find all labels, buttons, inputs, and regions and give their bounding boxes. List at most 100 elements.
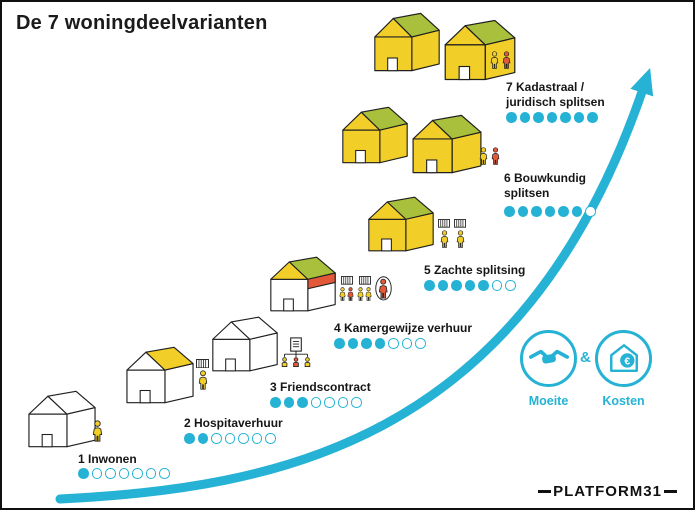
person-icon [456,230,465,248]
variant-label: 6 Bouwkundig splitsen [504,171,586,200]
dot [351,397,362,408]
logo-rule-left [538,490,552,493]
dot [571,206,582,217]
dot [374,338,385,349]
house-icon [208,314,282,374]
house-icon [122,344,198,406]
house-icon [338,104,412,166]
dot [197,433,208,444]
dot [519,112,530,123]
dot [270,397,281,408]
variant-label: 1 Inwonen [78,452,137,466]
variant-label: 3 Friendscontract [270,380,371,394]
effort-dots [78,468,170,479]
ampersand: & [580,349,591,366]
dot [464,280,475,291]
person-icon [347,286,354,301]
variant-label: 4 Kamergewijze verhuur [334,321,473,335]
person-icon [502,51,511,69]
logo-rule-right [664,490,677,493]
dot [424,280,435,291]
dot [560,112,571,123]
house-icon [24,388,100,450]
dot [91,468,102,479]
dot [478,280,489,291]
dot [211,433,222,444]
dot [585,206,596,217]
dot [505,280,516,291]
dot [546,112,557,123]
effort-dots [184,433,276,444]
dot [587,112,598,123]
dot [145,468,156,479]
dot [544,206,555,217]
cost-label: Kosten [602,394,645,408]
dot [401,338,412,349]
effort-dots [424,280,516,291]
house-icon [364,194,438,254]
dot [533,112,544,123]
dot [224,433,235,444]
svg-text:€: € [624,357,630,368]
person-icon [365,286,372,301]
circled-person-icon [375,276,392,301]
house-icon [408,112,486,176]
person-icon [490,51,499,69]
dot [334,338,345,349]
page-title: De 7 woningdeelvarianten [16,12,268,34]
dot [517,206,528,217]
radiator-icon [438,219,450,228]
variant-label: 5 Zachte splitsing [424,263,526,277]
dot [297,397,308,408]
dot [78,468,89,479]
person-icon [491,147,500,165]
cost-circle: € [595,330,652,387]
effort-label: Moeite [528,394,569,408]
radiator-icon [454,219,466,228]
person-icon [357,286,364,301]
dot [451,280,462,291]
dot [388,338,399,349]
effort-dots [504,206,596,217]
dot [558,206,569,217]
variant-label: 2 Hospitaverhuur [184,416,283,430]
effort-circle [520,330,577,387]
dot [415,338,426,349]
dot [184,433,195,444]
effort-dots [506,112,598,123]
dot [337,397,348,408]
effort-dots [270,397,362,408]
house-icon [266,254,340,314]
dot [347,338,358,349]
dot [132,468,143,479]
growth-arrow-path [55,68,654,504]
dot [504,206,515,217]
contract-icon [281,337,311,368]
person-icon [440,230,449,248]
person-icon [339,286,346,301]
dot [531,206,542,217]
dot [159,468,170,479]
dot [506,112,517,123]
person-icon [198,370,208,391]
dot [437,280,448,291]
effort-dots [334,338,426,349]
platform31-logo: PLATFORM31 [538,483,677,500]
euro-house-icon: € [607,342,641,374]
dot [324,397,335,408]
dot [310,397,321,408]
person-icon [479,147,488,165]
dot [361,338,372,349]
radiator-icon [196,359,209,369]
radiator-icon [358,276,371,285]
handshake-icon [528,347,569,371]
dot [238,433,249,444]
person-icon [92,420,103,442]
dot [118,468,129,479]
house-icon [370,10,444,74]
variant-label: 7 Kadastraal / juridisch splitsen [506,80,605,109]
dot [251,433,262,444]
house-icon [440,17,520,83]
